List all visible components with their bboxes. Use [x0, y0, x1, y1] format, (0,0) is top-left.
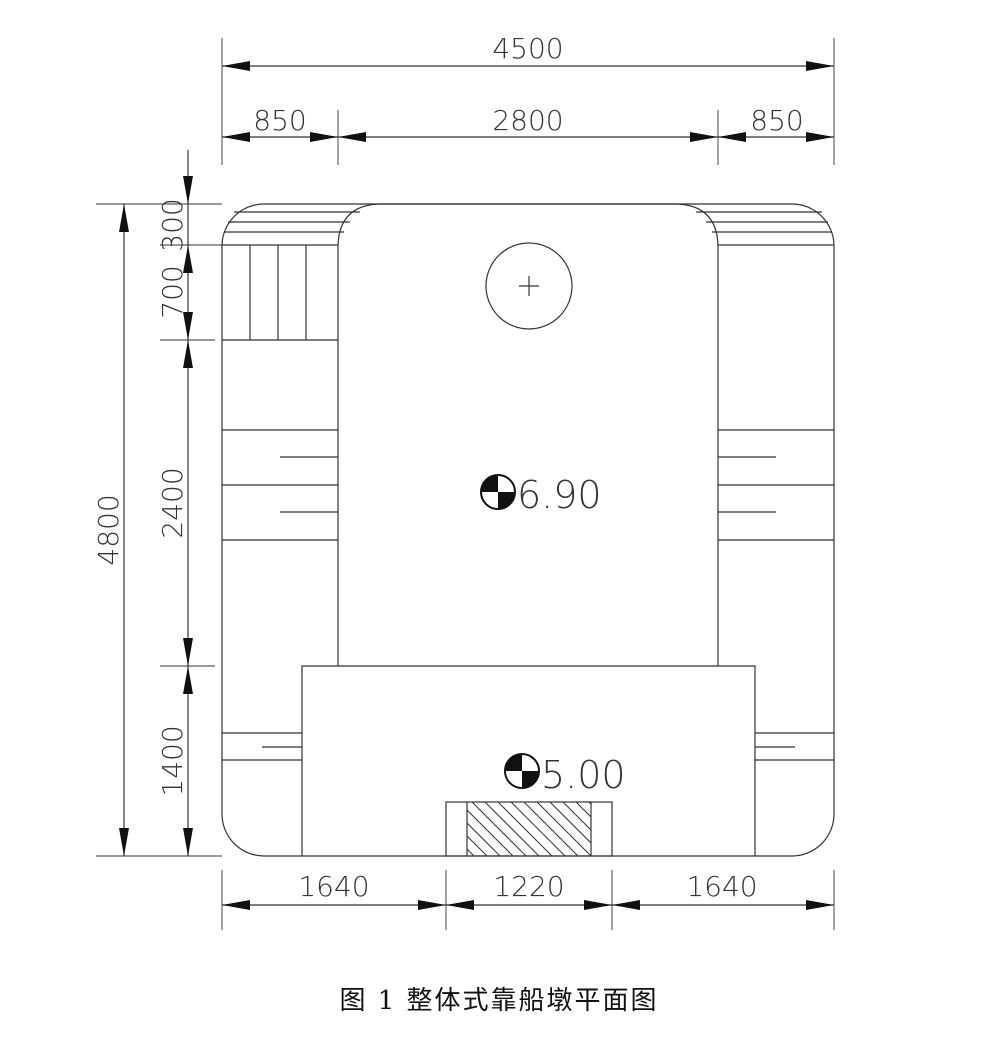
- dim-bottom-left: 1640: [298, 870, 369, 903]
- hatch-line: [641, 802, 695, 856]
- elevation-marker-icon: [504, 753, 540, 789]
- hatch-line: [467, 822, 501, 856]
- hatch-line: [536, 802, 591, 856]
- bottom-dimensions: 1640 1220 1640: [221, 870, 835, 930]
- dim-left-seg-3: 2400: [156, 467, 189, 538]
- hatch-line: [523, 802, 579, 856]
- elevation-label-upper: 6.90: [517, 473, 602, 517]
- hatch-line: [484, 802, 540, 856]
- dim-left-total: 4800: [92, 494, 125, 565]
- hatch-line: [562, 802, 591, 831]
- dim-left-seg-4: 1400: [156, 725, 189, 796]
- bollard-circle-icon: [485, 242, 573, 330]
- dim-bottom-middle: 1220: [493, 870, 564, 903]
- left-dimensions: 4800 300 700 2400 1400: [92, 150, 222, 857]
- dim-top-total: 4500: [492, 32, 563, 65]
- hatch-line: [510, 802, 566, 856]
- hatch-line: [467, 809, 514, 856]
- elevation-label-lower: 5.00: [541, 753, 626, 797]
- dim-top-left: 850: [253, 104, 306, 137]
- hatched-area: [407, 802, 708, 856]
- elevation-marker-upper: 6.90: [480, 473, 602, 517]
- figure-caption: 图 1 整体式靠船墩平面图: [339, 986, 659, 1016]
- top-dimensions: 4500 850 2800 850: [221, 32, 835, 165]
- hatch-line: [467, 848, 475, 856]
- hatch-line: [602, 802, 656, 856]
- hatch-line: [471, 802, 527, 856]
- hatch-line: [588, 802, 591, 805]
- dim-bottom-right: 1640: [686, 870, 757, 903]
- elevation-marker-lower: 5.00: [504, 753, 626, 797]
- hatch-line: [654, 802, 708, 856]
- hatch-line: [497, 802, 553, 856]
- dim-top-middle: 2800: [492, 104, 563, 137]
- hatch-line: [575, 802, 591, 818]
- dim-top-right: 850: [750, 104, 803, 137]
- hatch-line: [407, 802, 461, 856]
- dim-left-seg-1: 300: [156, 198, 189, 251]
- hatch-line: [628, 802, 682, 856]
- dim-left-seg-2: 700: [156, 265, 189, 318]
- elevation-marker-icon: [480, 474, 516, 510]
- hatch-line: [615, 802, 669, 856]
- hatch-line: [467, 835, 488, 856]
- hatch-line: [549, 802, 591, 844]
- pier-outline: [221, 203, 835, 857]
